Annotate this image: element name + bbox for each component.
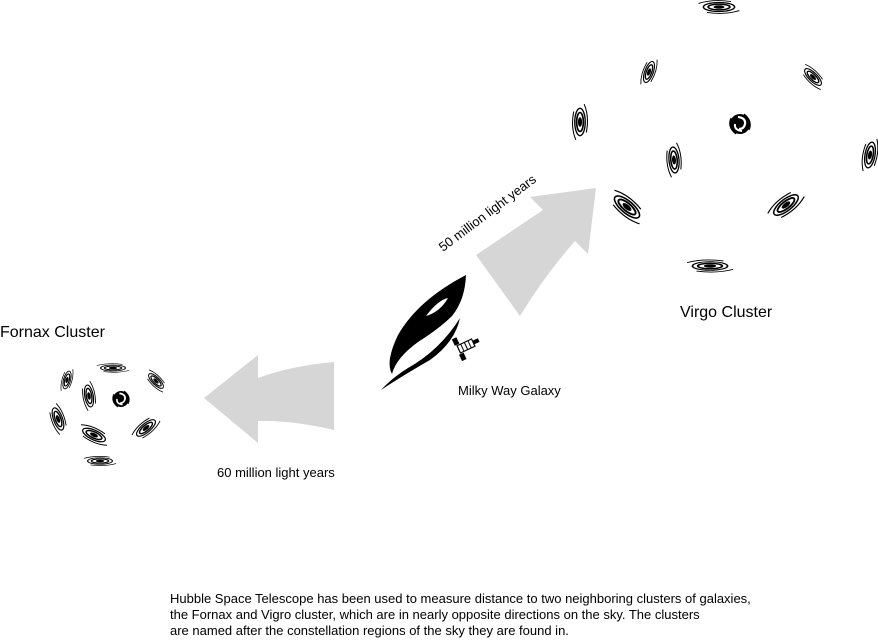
spiral-galaxy-icon — [604, 186, 650, 228]
distance-fornax-label: 60 million light years — [217, 465, 335, 480]
spiral-galaxy-icon — [685, 258, 735, 274]
caption: Hubble Space Telescope has been used to … — [170, 591, 870, 639]
spiral-galaxy-icon — [111, 390, 131, 408]
caption-line: Hubble Space Telescope has been used to … — [170, 591, 751, 606]
spiral-galaxy-icon — [764, 185, 808, 225]
virgo-cluster-label: Virgo Cluster — [680, 304, 773, 321]
spiral-galaxy-icon — [697, 0, 741, 15]
spiral-galaxy-icon — [142, 367, 170, 395]
arrow-to-fornax — [204, 355, 334, 443]
milky-way-galaxy-icon — [381, 275, 466, 390]
spiral-galaxy-icon — [46, 401, 70, 437]
spiral-galaxy-icon — [83, 455, 117, 467]
arrow-to-virgo — [476, 188, 596, 316]
hubble-telescope-icon — [451, 337, 480, 362]
spiral-galaxy-icon — [129, 412, 163, 444]
spiral-galaxy-icon — [96, 362, 130, 374]
spiral-galaxy-icon — [797, 61, 829, 93]
spiral-galaxy-icon — [664, 141, 684, 179]
fornax-cluster-galaxies — [46, 362, 170, 467]
spiral-galaxy-icon — [571, 103, 589, 141]
spiral-galaxy-icon — [75, 421, 113, 449]
milky-way-label: Milky Way Galaxy — [458, 383, 561, 398]
caption-line: the Fornax and Vigro cluster, which are … — [170, 607, 700, 622]
fornax-cluster-label: Fornax Cluster — [0, 324, 106, 341]
spiral-galaxy-icon — [859, 136, 878, 174]
spiral-galaxy-icon — [79, 380, 99, 412]
spiral-galaxy-icon — [728, 112, 752, 136]
virgo-cluster-galaxies — [571, 0, 878, 274]
caption-line: are named after the constellation region… — [170, 623, 569, 638]
spiral-galaxy-icon — [637, 55, 661, 89]
spiral-galaxy-icon — [58, 366, 76, 394]
